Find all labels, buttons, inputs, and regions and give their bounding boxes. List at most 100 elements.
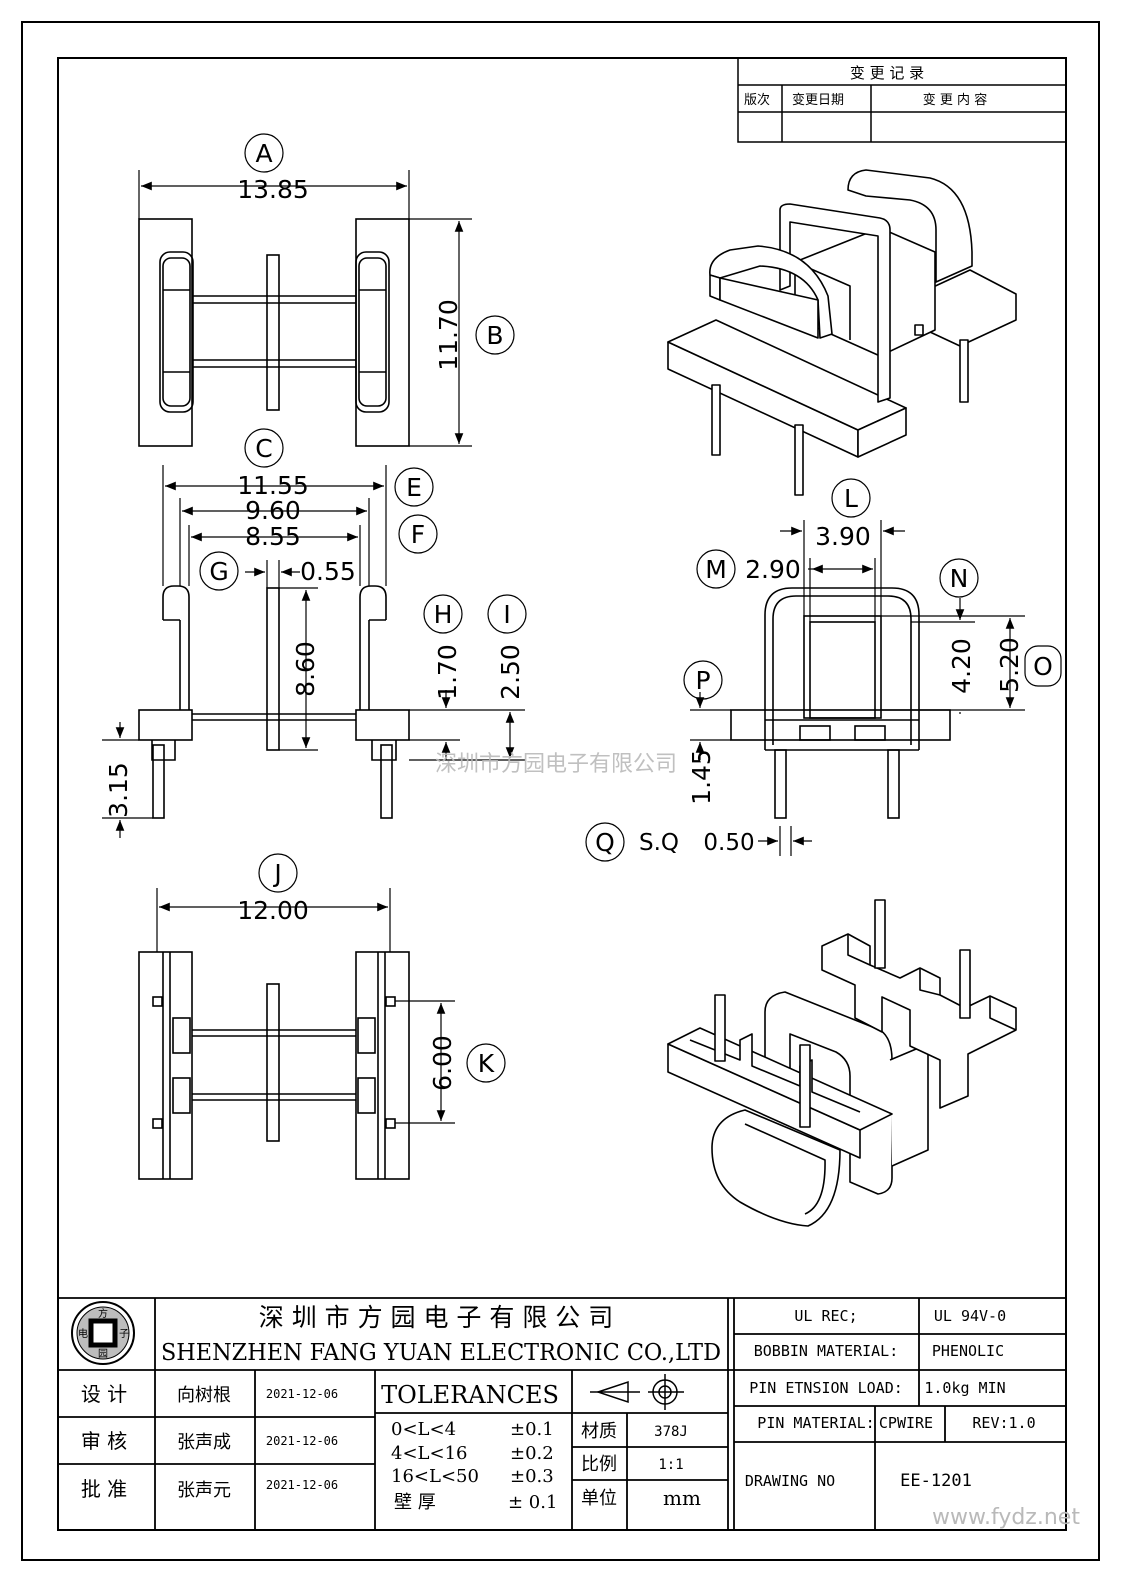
bottom-view <box>138 951 410 1180</box>
dim-O <box>1005 618 1062 708</box>
date-design: 2021-12-06 <box>266 1387 338 1401</box>
title-block <box>58 1297 1066 1530</box>
dim-C-value: 11.55 <box>237 471 309 500</box>
scale-value: 1:1 <box>658 1457 683 1473</box>
company-logo-icon <box>71 1301 135 1365</box>
dim-F <box>188 514 438 586</box>
dim-L <box>780 478 905 616</box>
name-design: 向树根 <box>177 1385 231 1406</box>
company-name-en: SHENZHEN FANG YUAN ELECTRONIC CO.,LTD <box>161 1340 721 1366</box>
dim-P <box>683 660 731 760</box>
dim-L-value: 3.90 <box>815 522 871 551</box>
change-record-col-version: 版次 <box>744 92 770 108</box>
material-value: 378J <box>654 1424 688 1440</box>
dim-E-value: 9.60 <box>245 496 301 525</box>
bobbin-material-value: PHENOLIC <box>932 1342 1004 1360</box>
dim-J <box>156 853 391 952</box>
side-view <box>730 587 951 819</box>
drawing-no-value: EE-1201 <box>900 1471 972 1491</box>
projection-symbol-icon <box>590 1374 684 1410</box>
tolerance-value-3: ±0.3 <box>510 1466 554 1487</box>
tolerance-value-4: ± 0.1 <box>508 1492 557 1513</box>
pin-material-value: CPWIRE <box>879 1414 933 1432</box>
isometric-view-bottom <box>667 899 1017 1227</box>
tolerance-value-2: ±0.2 <box>510 1443 554 1464</box>
dim-B-value: 11.70 <box>434 299 463 371</box>
dim-A-letter: A <box>255 139 272 168</box>
dim-G <box>199 551 300 591</box>
dim-A <box>138 133 410 219</box>
logo-char-right: 子 <box>119 1328 129 1340</box>
pin-material-label: PIN MATERIAL: <box>757 1414 874 1432</box>
change-record-col-date: 变更日期 <box>792 92 844 108</box>
dim-Q-prefix: S.Q <box>639 830 679 856</box>
dim-window-height-value: 8.60 <box>291 641 320 697</box>
dim-C <box>162 428 387 586</box>
dim-F-letter: F <box>411 520 425 549</box>
logo-char-left: 电 <box>78 1327 88 1340</box>
ul-rec-value: UL 94V-0 <box>934 1307 1006 1325</box>
dim-B <box>409 218 515 447</box>
dim-Q-letter: Q <box>595 828 615 857</box>
dim-H <box>409 594 463 760</box>
ul-rec-label: UL REC; <box>794 1307 857 1325</box>
front-view <box>138 585 410 819</box>
logo-char-bottom: 园 <box>98 1348 108 1360</box>
name-approve: 张声元 <box>177 1480 231 1501</box>
dim-E-letter: E <box>406 473 422 502</box>
dim-H-letter: H <box>434 600 453 629</box>
dim-P-letter: P <box>695 666 710 695</box>
pin-load-value: 1.0kg MIN <box>924 1379 1005 1397</box>
revision: REV:1.0 <box>972 1414 1035 1432</box>
dim-Q <box>585 822 812 862</box>
logo-char-top: 方 <box>98 1307 108 1320</box>
dim-M-letter: M <box>705 555 727 584</box>
name-review: 张声成 <box>177 1432 231 1453</box>
date-approve: 2021-12-06 <box>266 1478 338 1492</box>
dim-O-letter: O <box>1033 652 1053 681</box>
dim-F-value: 8.55 <box>245 522 301 551</box>
dim-E <box>179 467 434 586</box>
dim-J-value: 12.00 <box>237 896 309 925</box>
dim-pin-length-value: 3.15 <box>104 762 133 818</box>
dim-I <box>409 594 527 761</box>
change-record-col-content: 变 更 内 容 <box>923 92 987 108</box>
dim-I-letter: I <box>503 600 510 629</box>
tolerance-value-1: ±0.1 <box>510 1419 554 1440</box>
watermark: 深圳市方园电子有限公司 <box>435 752 677 777</box>
dim-M-value: 2.90 <box>745 555 801 584</box>
dim-G-value: 0.55 <box>300 557 356 586</box>
material-label: 材质 <box>581 1421 617 1442</box>
tolerance-range-1: 0<L<4 <box>391 1419 456 1440</box>
pin-load-label: PIN ETNSION LOAD: <box>749 1379 903 1397</box>
tolerance-range-2: 4<L<16 <box>391 1443 467 1464</box>
dim-K-value: 6.00 <box>428 1035 457 1091</box>
dim-B-letter: B <box>486 321 503 350</box>
unit-value: mm <box>663 1486 701 1510</box>
top-view <box>138 218 410 447</box>
change-record-title: 变 更 记 录 <box>850 64 924 82</box>
footer-url: www.fydz.net <box>932 1505 1080 1530</box>
dim-P-value: 1.45 <box>687 749 716 805</box>
dim-G-letter: G <box>209 557 228 586</box>
dim-J-letter: J <box>272 859 281 888</box>
dim-Q-value: 0.50 <box>703 830 754 856</box>
drawing-no-label: DRAWING NO <box>745 1472 835 1490</box>
company-name-cn: 深 圳 市 方 园 电 子 有 限 公 司 <box>259 1303 613 1332</box>
dim-N <box>881 558 1025 714</box>
dim-I-value: 2.50 <box>496 644 525 700</box>
dim-C-letter: C <box>255 434 272 463</box>
dim-K <box>395 1000 506 1124</box>
scale-label: 比例 <box>581 1454 617 1475</box>
dim-L-letter: L <box>844 484 858 513</box>
dim-N-letter: N <box>950 564 969 593</box>
tolerance-range-4: 壁 厚 <box>394 1492 436 1513</box>
dim-N-value: 4.20 <box>947 638 976 694</box>
unit-label: 单位 <box>581 1488 617 1509</box>
dim-K-letter: K <box>478 1049 495 1078</box>
change-record-table <box>737 57 1067 143</box>
dim-A-value: 13.85 <box>237 175 309 204</box>
dim-pin-length <box>102 722 153 838</box>
isometric-view-top <box>667 169 1017 496</box>
